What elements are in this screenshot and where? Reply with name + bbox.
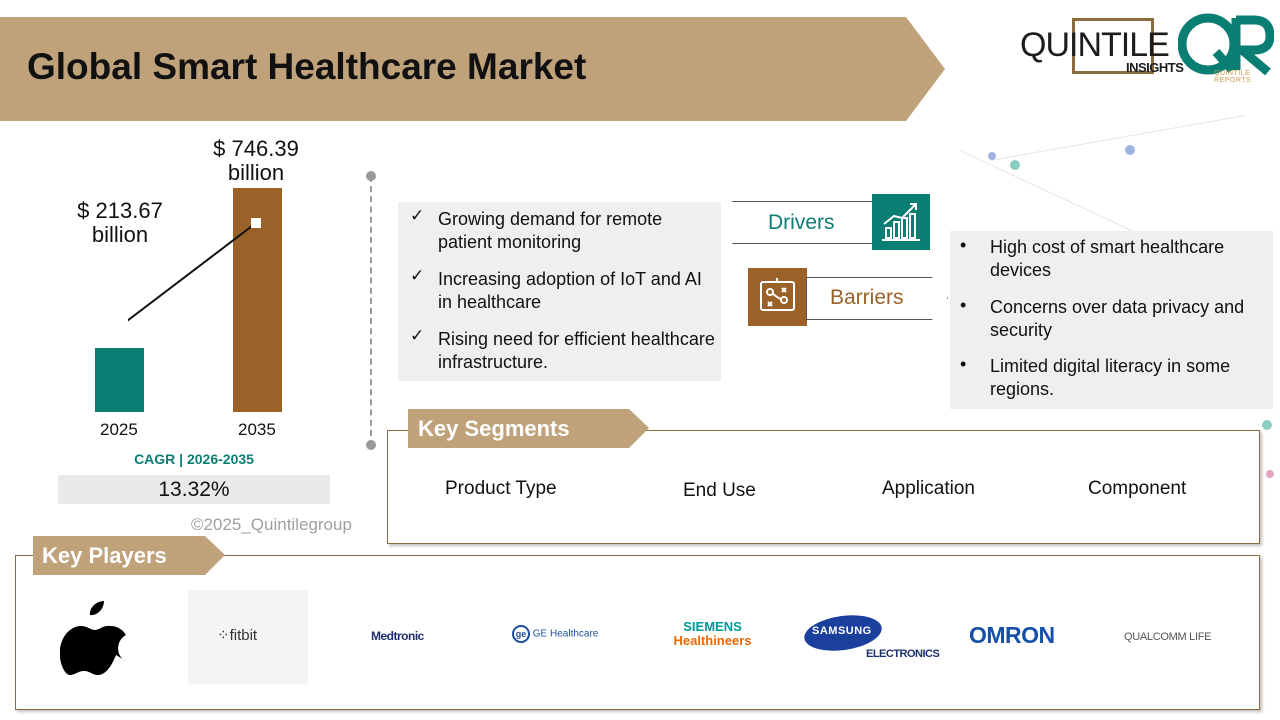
bullet-icon: • [960,235,967,255]
brand-logo-insights: INSIGHTS [1126,60,1184,75]
x-tick-2035: 2035 [238,420,276,439]
ge-healthcare-logo: ge GE Healthcare [512,625,598,643]
strategy-board-icon [748,268,807,326]
bg-network-dot [1266,470,1274,478]
key-players-panel [15,555,1260,710]
brand-logo-name: QUINTILE [1020,26,1170,64]
barriers-tag [806,277,948,320]
bar-value-label-2035: $ 746.39 billion [196,137,316,185]
key-segments-title: Key Segments [418,416,570,441]
drivers-list-box: ✓ Growing demand for remote patient moni… [398,202,721,381]
bg-network-dot [1010,160,1020,170]
fitbit-logo-bg [188,590,308,684]
page-title: Global Smart Healthcare Market [27,46,587,87]
healthineers-text: Healthineers [673,633,752,648]
driver-item: Growing demand for remote patient monito… [438,209,663,252]
check-icon: ✓ [410,326,425,345]
bg-network-dot [1125,145,1135,155]
brand-logo-frame [1072,18,1154,74]
brand-reports-label: QUINTILE REPORTS [1214,70,1252,84]
driver-item: Increasing adoption of IoT and AI in hea… [438,269,702,312]
qualcomm-life-logo: QUALCOMM LIFE [1124,631,1212,643]
x-tick-2025: 2025 [100,420,138,439]
bar-value-text: $ 213.67 billion [77,198,163,247]
bar-2035 [233,188,282,412]
check-icon: ✓ [410,206,425,225]
dashed-divider [370,176,372,446]
bg-network-dot [988,152,996,160]
bullet-icon: • [960,354,967,374]
samsung-text: SAMSUNG [812,625,872,637]
qr-logo-icon [1178,13,1274,76]
growth-chart-icon [872,194,930,250]
samsung-logo: SAMSUNG ELECTRONICS [802,610,940,662]
driver-item: Rising need for efficient healthcare inf… [438,329,715,372]
segment-item: Application [882,478,975,499]
barrier-item: Limited digital literacy in some regions… [990,356,1231,399]
key-segments-header [408,409,649,448]
segment-item: Product Type [445,478,557,499]
key-players-header [33,536,225,575]
barriers-label: Barriers [830,286,904,309]
segment-item: Component [1088,478,1187,499]
copyright-text: ©2025_Quintilegroup [191,515,352,534]
cagr-label: CAGR | 2026-2035 [134,451,254,467]
drivers-label: Drivers [768,211,835,234]
apple-logo-icon [60,601,126,675]
bg-network-dot [1262,420,1272,430]
electronics-text: ELECTRONICS [866,648,940,660]
siemens-text: SIEMENS [683,619,742,634]
barrier-item: Concerns over data privacy and security [990,297,1245,340]
key-players-title: Key Players [42,543,167,568]
segment-item: End Use [683,480,756,501]
bg-network-line [990,114,1247,161]
fitbit-logo-text: fitbit [229,627,258,644]
ge-healthcare-text: GE Healthcare [532,628,599,640]
trend-marker-2025 [118,319,128,329]
bar-value-label-2025: $ 213.67 billion [60,199,180,247]
siemens-healthineers-logo: SIEMENS Healthineers [655,620,770,648]
title-banner [0,17,945,121]
cagr-value: 13.32% [58,475,330,504]
key-segments-panel [387,430,1260,544]
bar-2025 [95,347,144,412]
divider-dot-bottom [366,440,376,450]
drivers-tag [732,201,882,244]
fitbit-logo: ⁘fitbit [217,627,258,644]
omron-logo: OMRON [969,622,1055,648]
barrier-item: High cost of smart healthcare devices [990,237,1225,280]
bar-value-text: $ 746.39 billion [213,136,299,185]
ge-monogram-icon: ge [512,625,530,643]
check-icon: ✓ [410,266,425,285]
barriers-list-box: • High cost of smart healthcare devices … [950,231,1273,409]
bullet-icon: • [960,295,967,315]
medtronic-logo: Medtronic [371,629,424,643]
